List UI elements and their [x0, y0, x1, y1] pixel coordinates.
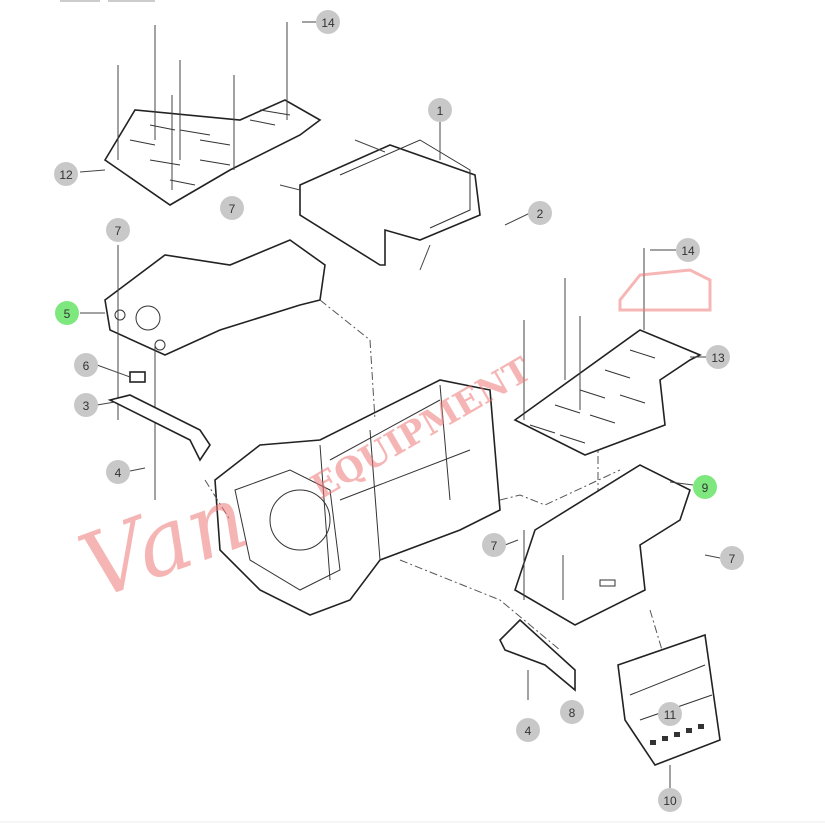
callout-label: 1: [437, 104, 444, 118]
callout-6: 6: [74, 353, 98, 377]
callout-label: 4: [525, 724, 532, 738]
callout-label: 4: [115, 466, 122, 480]
callout-10: 10: [658, 788, 682, 812]
callout-7: 7: [106, 218, 130, 242]
callout-label: 14: [321, 16, 335, 30]
callout-7: 7: [220, 196, 244, 220]
callout-13: 13: [706, 345, 730, 369]
callout-label: 12: [59, 168, 73, 182]
callout-14: 14: [676, 238, 700, 262]
support-plate-right: [514, 464, 691, 626]
callout-bubble: [74, 353, 98, 377]
callout-bubble: [658, 702, 682, 726]
callout-bubble: [55, 301, 79, 325]
transmission-housing: [214, 379, 501, 616]
callout-label: 9: [702, 481, 709, 495]
callout-12: 12: [54, 162, 78, 186]
bracket-left: [107, 394, 211, 462]
callout-11: 11: [658, 702, 682, 726]
callout-bubble: [428, 98, 452, 122]
callout-label: 6: [83, 359, 90, 373]
callout-label: 8: [569, 706, 576, 720]
callout-7: 7: [720, 546, 744, 570]
callout-3: 3: [74, 393, 98, 417]
pad: [129, 371, 146, 383]
bracket-right: [499, 618, 576, 692]
callout-bubble: [658, 788, 682, 812]
callout-bubble: [516, 718, 540, 742]
floor-plate-right: [513, 248, 702, 456]
callout-label: 11: [664, 708, 677, 722]
callout-4: 4: [106, 460, 130, 484]
callout-bubble: [54, 162, 78, 186]
callout-bubble: [720, 546, 744, 570]
callout-bubble: [693, 475, 717, 499]
tool-tray: [617, 633, 721, 766]
callout-2: 2: [528, 201, 552, 225]
callout-bubble: [316, 10, 340, 34]
callout-5: 5: [55, 301, 79, 325]
callout-bubble: [106, 460, 130, 484]
callout-bubble: [106, 218, 130, 242]
callout-8: 8: [560, 700, 584, 724]
callout-label: 14: [681, 244, 695, 258]
callout-bubble: [560, 700, 584, 724]
callout-bubble: [220, 196, 244, 220]
callout-4: 4: [516, 718, 540, 742]
callout-label: 13: [711, 351, 725, 365]
callout-group: 14 1 12 2 7 7 14 5 13 6 3 4 9 7 7 8 11 4 10: [54, 10, 744, 812]
callout-label: 2: [537, 207, 544, 221]
callout-9: 9: [693, 475, 717, 499]
callout-bubble: [706, 345, 730, 369]
callout-bubble: [74, 393, 98, 417]
callout-7: 7: [482, 533, 506, 557]
callout-label: 7: [491, 539, 498, 553]
callout-bubble: [482, 533, 506, 557]
callout-label: 10: [663, 794, 677, 808]
svg-text:Van: Van: [67, 464, 261, 620]
callout-bubble: [676, 238, 700, 262]
callout-14: 14: [316, 10, 340, 34]
callout-label: 3: [83, 399, 90, 413]
callout-label: 7: [229, 202, 236, 216]
callout-bubble: [528, 201, 552, 225]
floor-plate-left: [103, 22, 322, 206]
transmission-cover: [279, 139, 481, 271]
callout-label: 7: [729, 552, 736, 566]
callout-label: 5: [64, 307, 71, 321]
callout-label: 7: [115, 224, 122, 238]
callout-1: 1: [428, 98, 452, 122]
